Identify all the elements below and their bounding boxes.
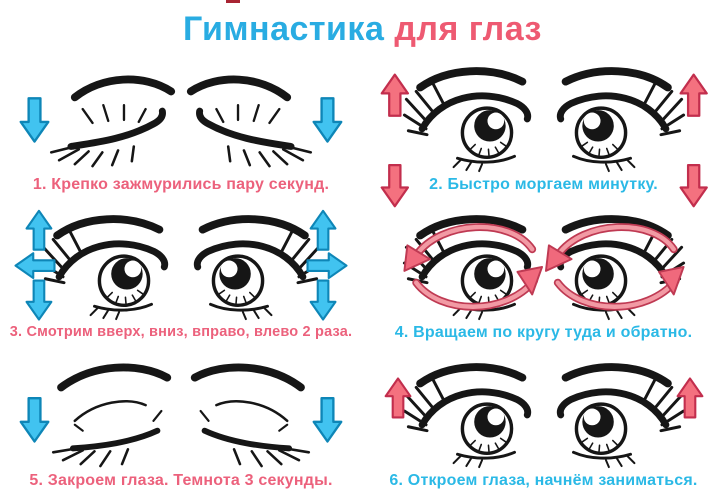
- exercise-panel-6: 6. Откроем глаза, начнём заниматься.: [362, 354, 725, 500]
- exercise-6-caption: 6. Откроем глаза, начнём заниматься.: [389, 472, 698, 489]
- arrow-up-icon: [25, 209, 53, 251]
- arrow-down-icon: [309, 279, 337, 321]
- exercise-3-caption: 3. Смотрим вверх, вниз, вправо, влево 2 …: [9, 324, 353, 340]
- open-eye-right: [560, 71, 683, 171]
- edge-artifact-mark: [226, 0, 240, 3]
- exercise-2-caption: 2. Быстро моргаем минутку.: [429, 176, 658, 193]
- title-part-2: для глаз: [384, 10, 542, 48]
- exercise-4-illustration: [374, 206, 714, 322]
- arrow-up-icon: [380, 73, 409, 117]
- arrow-down-icon: [380, 163, 409, 208]
- exercise-1-illustration: [11, 58, 351, 174]
- exercise-panel-1: 1. Крепко зажмурились пару секунд.: [0, 58, 362, 206]
- squeezed-eye-right: [191, 79, 311, 166]
- exercise-3-illustration: [11, 206, 351, 322]
- page-title: Гимнастика для глаз: [0, 0, 725, 58]
- arrow-up-icon: [678, 73, 708, 117]
- exercise-panel-4: 4. Вращаем по кругу туда и обратно.: [362, 206, 725, 354]
- arrow-left-icon: [14, 252, 56, 280]
- exercise-panel-3: 3. Смотрим вверх, вниз, вправо, влево 2 …: [0, 206, 362, 354]
- exercise-6-illustration: [374, 354, 714, 470]
- arrow-down-icon: [19, 397, 50, 443]
- closed-eye-right: [195, 367, 309, 466]
- exercise-panel-2: 2. Быстро моргаем минутку.: [362, 58, 725, 208]
- open-eye-left: [41, 219, 164, 319]
- arrow-down-icon: [312, 97, 343, 143]
- open-eye-right: [197, 219, 320, 319]
- title-part-1: Гимнастика: [183, 10, 385, 48]
- exercise-2-illustration: [374, 58, 714, 208]
- open-eye-left: [404, 71, 527, 171]
- arrow-down-icon: [678, 163, 708, 208]
- exercise-5-illustration: [11, 354, 351, 470]
- arrow-right-icon: [306, 252, 348, 280]
- open-eye-left: [404, 367, 527, 467]
- closed-eye-left: [53, 367, 167, 466]
- exercise-1-caption: 1. Крепко зажмурились пару секунд.: [32, 176, 330, 193]
- open-eye-right: [560, 367, 683, 467]
- arrow-down-icon: [19, 97, 50, 143]
- arrow-down-icon: [312, 397, 343, 443]
- squeezed-eye-left: [51, 79, 171, 166]
- arrow-down-icon: [25, 279, 53, 321]
- exercise-4-caption: 4. Вращаем по кругу туда и обратно.: [394, 324, 693, 341]
- exercise-5-caption: 5. Закроем глаза. Темнота 3 секунды.: [29, 472, 333, 489]
- exercise-grid: 1. Крепко зажмурились пару секунд. 2. Бы…: [0, 58, 725, 500]
- exercise-panel-5: 5. Закроем глаза. Темнота 3 секунды.: [0, 354, 362, 500]
- arrow-up-icon: [309, 209, 337, 251]
